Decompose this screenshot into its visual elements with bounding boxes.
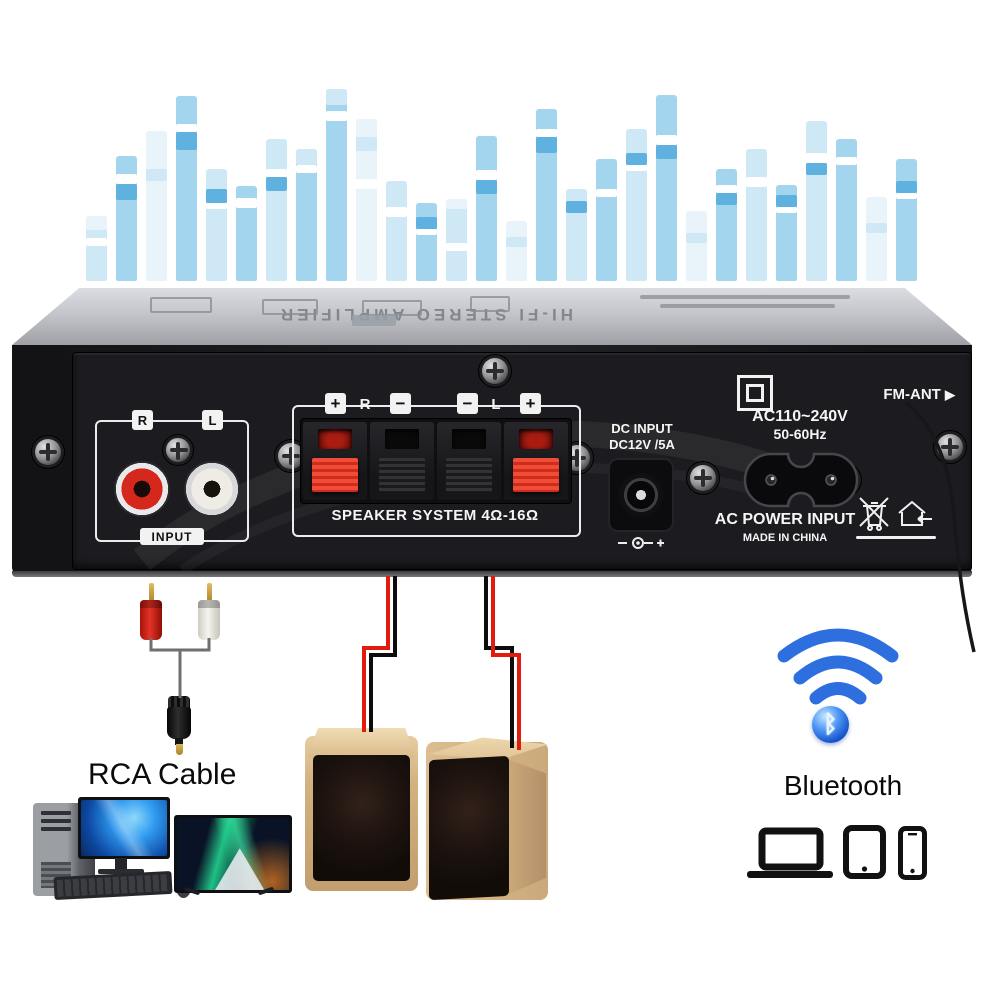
equalizer-bar xyxy=(116,156,137,281)
amplifier-bottom-edge xyxy=(12,571,972,577)
screw xyxy=(35,439,61,465)
equalizer-bar xyxy=(866,197,887,281)
rca-cable-caption: RCA Cable xyxy=(88,758,237,791)
made-in-china-label: MADE IN CHINA xyxy=(742,532,828,544)
speaker-terminal-left-plus xyxy=(504,422,568,500)
rca-right-label: R xyxy=(132,410,153,430)
speaker-output-group xyxy=(292,405,581,537)
screw xyxy=(278,443,304,469)
amplifier-rear-panel: R L INPUT + R − − L + SPEAKER SYSTEM 4Ω- xyxy=(12,345,972,575)
top-plate-label-box xyxy=(150,297,212,313)
equalizer-bar xyxy=(686,211,707,281)
rca-jack-red xyxy=(114,461,170,517)
speaker-terminal-left-minus xyxy=(437,422,501,500)
smartphone-icon xyxy=(898,826,927,880)
equalizer-bar xyxy=(326,89,347,281)
equalizer-bar xyxy=(266,139,287,281)
equalizer-bar xyxy=(476,136,497,281)
equalizer-bar xyxy=(416,203,437,281)
laptop-icon xyxy=(747,827,833,878)
equalizer-bar xyxy=(296,149,317,281)
ac-frequency-label: 50-60Hz xyxy=(773,426,827,442)
equalizer-bar xyxy=(236,186,257,281)
tv-screen xyxy=(174,815,292,893)
equalizer-bar xyxy=(536,109,557,281)
equalizer-bar xyxy=(146,131,167,281)
rca-jack-white xyxy=(184,461,240,517)
dc-polarity-icon xyxy=(618,537,664,549)
speaker-minus-label: − xyxy=(457,393,478,414)
indoor-use-icon xyxy=(898,500,932,526)
rca-left-label: L xyxy=(202,410,223,430)
weee-bin-icon xyxy=(859,497,889,531)
speaker-terminal-right-plus xyxy=(303,422,367,500)
equalizer-graphic xyxy=(86,85,946,281)
tablet-icon xyxy=(843,825,886,879)
equalizer-bar xyxy=(896,159,917,281)
left-speaker-wire-black xyxy=(369,576,397,732)
speaker-terminal-right-minus xyxy=(370,422,434,500)
equalizer-bar xyxy=(776,185,797,281)
top-plate-logo-chip xyxy=(352,315,396,326)
equalizer-bar xyxy=(356,119,377,281)
equalizer-bar xyxy=(86,216,107,281)
equalizer-bar xyxy=(176,96,197,281)
equalizer-bar xyxy=(626,129,647,281)
bluetooth-caption: Bluetooth xyxy=(783,770,903,801)
speaker-right-label: R xyxy=(359,396,371,413)
fm-ant-arrow-icon: ▶ xyxy=(945,387,955,402)
rca-cable-wire xyxy=(149,638,182,698)
equalizer-bar xyxy=(806,121,827,281)
equalizer-bar xyxy=(506,221,527,281)
left-speaker-wire-red xyxy=(362,576,390,732)
equalizer-bar xyxy=(386,181,407,281)
speaker-minus-label: − xyxy=(390,393,411,414)
screw xyxy=(690,465,716,491)
dc-input-title: DC INPUT xyxy=(611,421,673,436)
amplifier-top-plate: HI-FI STEREO AMPLIFIER xyxy=(12,288,972,345)
equalizer-bar xyxy=(716,169,737,281)
screw xyxy=(166,438,190,462)
speaker-illustration-left xyxy=(305,728,418,891)
speaker-system-caption: SPEAKER SYSTEM 4Ω-16Ω xyxy=(331,507,539,524)
screw xyxy=(482,358,508,384)
top-plate-fineprint xyxy=(660,304,835,308)
speaker-left-label: L xyxy=(491,396,501,413)
top-plate-label-box xyxy=(262,299,318,315)
dc-barrel-jack xyxy=(608,458,674,532)
dc-input-spec: DC12V /5A xyxy=(609,437,675,452)
equalizer-bar xyxy=(596,159,617,281)
bluetooth-signal-icon xyxy=(777,628,899,705)
equalizer-bar xyxy=(206,169,227,281)
right-speaker-wire-black xyxy=(484,576,514,748)
top-plate-fineprint xyxy=(640,295,850,299)
monitor-base xyxy=(98,869,144,874)
equalizer-bar xyxy=(836,139,857,281)
monitor-stand xyxy=(115,858,127,871)
speaker-terminal-block xyxy=(300,418,572,504)
equalizer-bar xyxy=(446,199,467,281)
keyboard xyxy=(53,870,173,901)
rca-plug-red xyxy=(139,583,163,643)
screw xyxy=(937,434,963,460)
rca-input-caption: INPUT xyxy=(140,528,204,545)
speaker-illustration-right xyxy=(426,736,548,902)
equalizer-bar xyxy=(566,189,587,281)
speaker-plus-label: + xyxy=(520,393,541,414)
ac-voltage-label: AC110~240V xyxy=(752,408,848,425)
equalizer-bar xyxy=(656,95,677,281)
fm-ant-label: FM-ANT ▶ xyxy=(883,386,955,403)
speaker-plus-label: + xyxy=(325,393,346,414)
icons-underline xyxy=(856,536,936,539)
top-plate-label-box xyxy=(470,296,510,312)
right-speaker-wire-red xyxy=(491,576,521,750)
class-ii-insulation-icon xyxy=(737,375,773,411)
pc-monitor xyxy=(78,797,170,859)
top-plate-label-box xyxy=(362,300,422,316)
rca-plug-white xyxy=(197,583,221,643)
ac-power-caption: AC POWER INPUT xyxy=(714,511,856,528)
bluetooth-badge-icon: ᛒ xyxy=(812,706,849,743)
equalizer-bar xyxy=(746,149,767,281)
ac-inlet-c8 xyxy=(743,452,859,508)
